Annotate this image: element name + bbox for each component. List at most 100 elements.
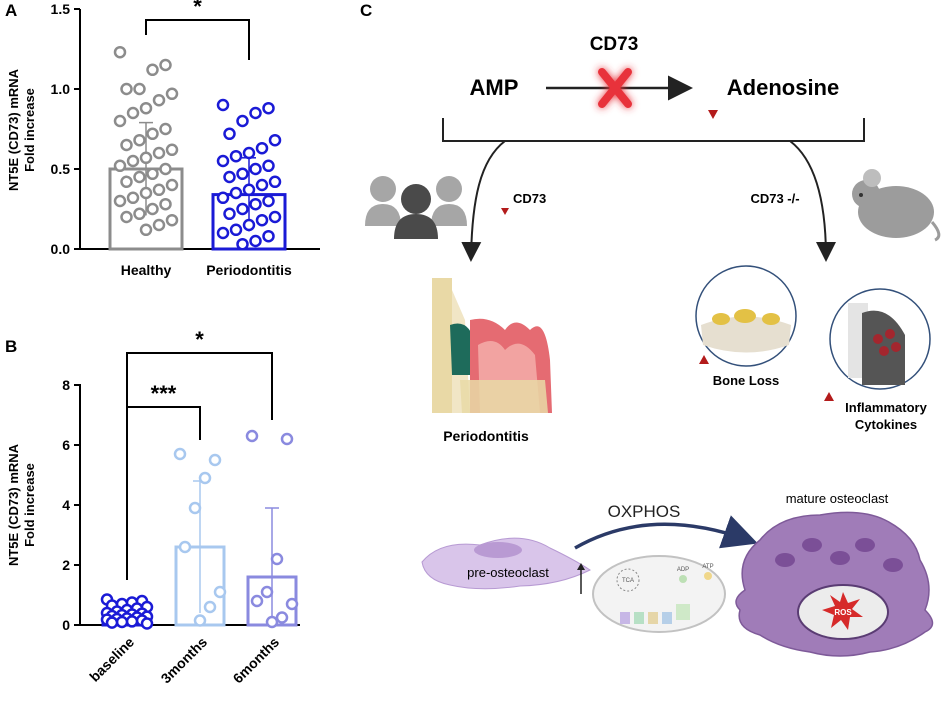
chart-a-point <box>223 127 236 141</box>
arrow-to-human <box>461 140 506 262</box>
chart-a-point <box>120 210 133 224</box>
chart-a-ytick-label: 1.5 <box>51 1 71 17</box>
bone-loss-label: Bone Loss <box>713 373 779 388</box>
chart-a-significance-label: * <box>193 0 202 19</box>
chart-a-ytick-label: 0.0 <box>51 241 71 257</box>
chart-b-point <box>265 615 279 629</box>
chart-a-ytick-label: 1.0 <box>51 81 71 97</box>
chart-a-point <box>262 229 275 243</box>
bone-loss-arrowhead-icon <box>699 355 709 364</box>
chart-b-category-label: baseline <box>86 634 137 685</box>
chart-b-point <box>213 585 227 599</box>
chart-b-point <box>245 429 259 443</box>
chart-a-ytick-label: 0.5 <box>51 161 71 177</box>
chart-b-point <box>193 614 207 627</box>
chart-a-point <box>152 183 166 197</box>
arrow-to-mouse <box>789 140 836 262</box>
chart-b-category-label: 6months <box>230 634 283 687</box>
chart-a-point <box>139 223 153 237</box>
mitochondrion-illustration <box>592 555 726 633</box>
ros-label: ROS <box>834 608 852 617</box>
chart-a-ylabel: NT5E (CD73) mRNA Fold increase <box>6 68 37 191</box>
chart-a-point <box>229 149 243 163</box>
chart-a-point <box>255 213 269 227</box>
chart-a-point <box>120 138 133 152</box>
chart-a-point <box>159 197 172 211</box>
chart-a-point <box>165 87 179 101</box>
chart-a-point <box>113 159 127 173</box>
chart-a-point <box>133 207 146 221</box>
chart-a-point <box>268 133 282 147</box>
chart-a-point <box>146 202 159 216</box>
chart-a-point <box>262 159 275 173</box>
chart-b-point <box>250 594 264 608</box>
mouse-cd73-label: CD73 -/- <box>750 191 799 206</box>
cytokines-arrowhead-icon <box>824 392 834 401</box>
chart-a-point <box>255 141 269 155</box>
chart-a-point <box>223 170 236 184</box>
chart-b-point <box>260 585 274 599</box>
chart-b-point <box>208 453 222 467</box>
chart-a-point <box>268 175 282 189</box>
chart-a-point <box>262 101 275 115</box>
chart-a-point <box>146 167 159 181</box>
chart-a-point <box>120 175 133 189</box>
chart-b-significance-label: * <box>195 327 204 352</box>
chart-a-point <box>146 63 159 77</box>
chart-a-point <box>126 106 140 120</box>
chart-a-point <box>126 191 140 205</box>
chart-b-significance-label: *** <box>151 381 177 406</box>
periodontitis-label: Periodontitis <box>443 428 529 444</box>
chart-a-category-label: Healthy <box>121 262 172 278</box>
panel-letter-a: A <box>5 1 17 20</box>
chart-a-point <box>159 58 172 72</box>
chart-a: NT5E (CD73) mRNA Fold increase 0.0 0.5 1.0… <box>6 0 320 278</box>
chart-a-point <box>216 226 230 240</box>
chart-a-point <box>236 114 249 128</box>
panel-letter-c: C <box>360 1 372 20</box>
periodontitis-illustration <box>432 278 552 413</box>
chart-b-point <box>203 600 217 614</box>
pre-osteoclast-label: pre-osteoclast <box>467 565 549 580</box>
chart-a-point <box>152 93 166 107</box>
chart-a-point <box>249 234 262 248</box>
chart-a-point <box>139 101 153 115</box>
blocked-x-icon <box>598 68 632 108</box>
mito-adp-label: ADP <box>677 567 689 573</box>
chart-a-point <box>268 210 282 224</box>
chart-b-ytick-label: 0 <box>62 617 70 633</box>
chart-a-point <box>120 82 133 96</box>
chart-b-significance-bracket <box>126 352 273 580</box>
chart-a-point <box>216 154 230 168</box>
mouse-icon <box>852 169 941 242</box>
pre-osteoclast-cell <box>421 537 591 590</box>
chart-a-point <box>229 223 243 237</box>
chart-a-point <box>159 122 172 136</box>
human-cd73-label: CD73 <box>513 191 546 206</box>
chart-a-point <box>249 162 262 176</box>
human-group-icon <box>365 176 467 239</box>
chart-a-point <box>249 197 262 211</box>
chart-a-point <box>159 162 172 176</box>
chart-b-point <box>198 471 212 485</box>
chart-a-point <box>133 170 146 184</box>
chart-b-point <box>140 617 154 630</box>
chart-b-ylabel-line2: Fold increase <box>22 463 37 547</box>
chart-a-point <box>113 114 127 128</box>
chart-a-point <box>255 178 269 192</box>
cytokines-label-line1: Inflammatory <box>845 400 927 415</box>
chart-b-point <box>280 432 294 446</box>
cd73-label: CD73 <box>590 34 639 55</box>
chart-b-point <box>285 597 299 611</box>
chart-b-ytick-label: 4 <box>62 497 70 513</box>
chart-a-significance-bracket <box>145 19 250 60</box>
mature-osteoclast-label: mature osteoclast <box>786 491 889 506</box>
adenosine-label: Adenosine <box>727 75 839 100</box>
chart-a-point <box>165 178 179 192</box>
panel-letter-b: B <box>5 337 17 356</box>
chart-a-point <box>223 207 236 221</box>
chart-a-point <box>229 186 243 200</box>
chart-a-point <box>216 98 230 112</box>
chart-b-point <box>105 616 119 629</box>
